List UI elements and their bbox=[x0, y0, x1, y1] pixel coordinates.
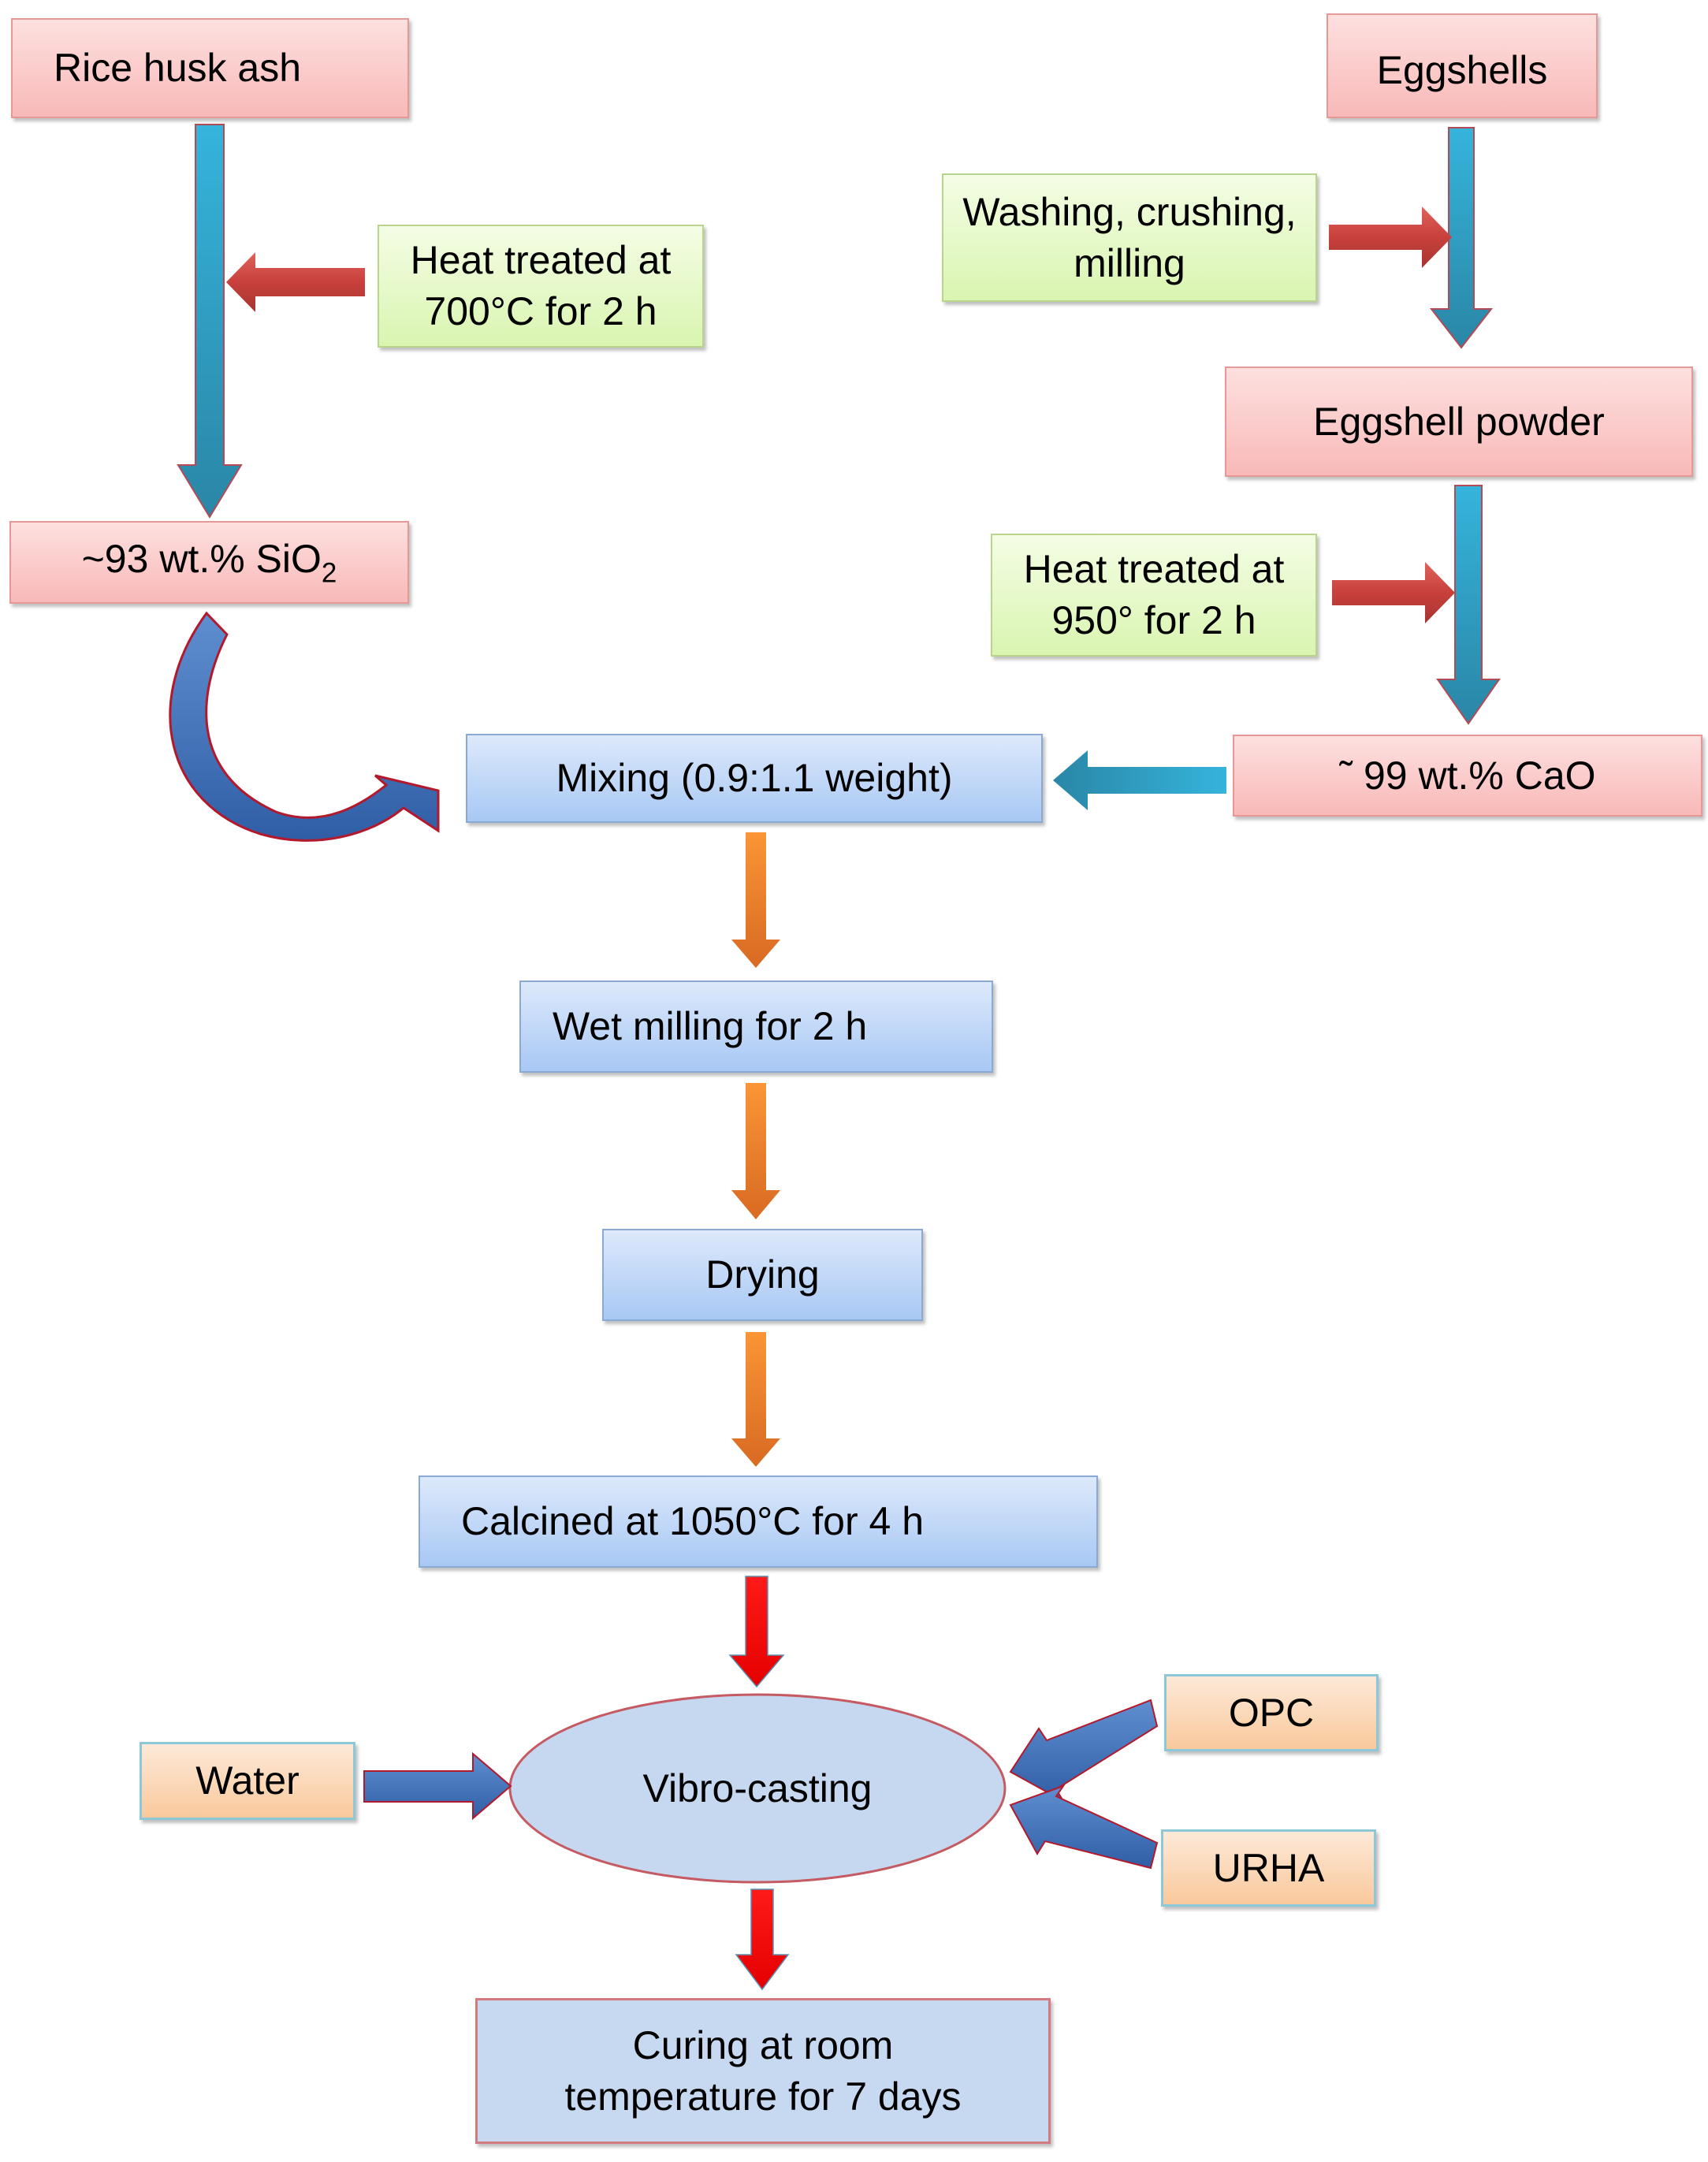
arrow-mixing-to-wetmilling bbox=[731, 832, 780, 968]
node-rice-husk-ash-label: Rice husk ash bbox=[54, 46, 302, 90]
vibrocasting-node-shape bbox=[508, 1693, 1007, 1884]
node-drying-label: Drying bbox=[705, 1252, 820, 1297]
node-washing: Washing, crushing, milling bbox=[942, 173, 1317, 302]
node-heat-treat-950-label: Heat treated at 950° for 2 h bbox=[1023, 547, 1285, 642]
node-eggshell-powder-label: Eggshell powder bbox=[1313, 399, 1605, 444]
node-drying: Drying bbox=[602, 1229, 923, 1321]
arrow-cao-to-mixing bbox=[1053, 750, 1226, 810]
arrow-silica-to-mixing bbox=[169, 611, 440, 842]
node-calcined: Calcined at 1050°C for 4 h bbox=[419, 1475, 1098, 1568]
arrow-opc-to-vibrocasting bbox=[1009, 1699, 1159, 1803]
silica-subscript: 2 bbox=[321, 557, 337, 589]
arrow-heat950-to-powder bbox=[1332, 562, 1455, 623]
node-water: Water bbox=[140, 1742, 355, 1820]
node-water-label: Water bbox=[195, 1758, 300, 1803]
node-mixing: Mixing (0.9:1.1 weight) bbox=[466, 734, 1043, 823]
arrow-eggshells-to-powder bbox=[1429, 127, 1494, 349]
node-calcined-label: Calcined at 1050°C for 4 h bbox=[461, 1499, 925, 1543]
node-wet-milling: Wet milling for 2 h bbox=[519, 981, 993, 1073]
node-eggshell-powder: Eggshell powder bbox=[1225, 367, 1693, 477]
arrow-water-to-vibrocasting bbox=[363, 1751, 512, 1821]
arrow-drying-to-calcined bbox=[731, 1332, 780, 1467]
arrow-vibrocasting-to-curing bbox=[735, 1888, 790, 1991]
node-mixing-label: Mixing (0.9:1.1 weight) bbox=[556, 756, 953, 800]
arrow-wetmilling-to-drying bbox=[731, 1083, 780, 1219]
node-vibrocasting: Vibro-casting bbox=[510, 1734, 1005, 1843]
arrow-urha-to-vibrocasting bbox=[1009, 1784, 1159, 1870]
node-opc: OPC bbox=[1164, 1674, 1379, 1751]
node-urha: URHA bbox=[1161, 1829, 1376, 1907]
node-heat-treat-700-label: Heat treated at 700°C for 2 h bbox=[410, 238, 672, 333]
arrow-washing-to-eggshells bbox=[1329, 207, 1452, 268]
node-eggshells: Eggshells bbox=[1327, 13, 1598, 118]
node-washing-label: Washing, crushing, milling bbox=[962, 189, 1297, 285]
node-urha-label: URHA bbox=[1212, 1845, 1325, 1890]
node-cao-label: ˜ 99 wt.% CaO bbox=[1339, 753, 1596, 798]
node-heat-treat-950: Heat treated at 950° for 2 h bbox=[991, 534, 1317, 657]
arrow-powder-to-cao bbox=[1436, 485, 1501, 725]
arrow-calcined-to-vibrocasting bbox=[728, 1576, 785, 1688]
node-heat-treat-700: Heat treated at 700°C for 2 h bbox=[378, 225, 704, 348]
node-opc-label: OPC bbox=[1228, 1690, 1315, 1735]
node-eggshells-label: Eggshells bbox=[1376, 48, 1548, 92]
arrow-rha-to-silica bbox=[177, 124, 243, 519]
node-cao: ˜ 99 wt.% CaO bbox=[1233, 735, 1702, 817]
node-rice-husk-ash: Rice husk ash bbox=[11, 18, 409, 118]
node-silica: ~93 wt.% SiO2 bbox=[9, 521, 409, 604]
node-curing-label: Curing at room temperature for 7 days bbox=[564, 2022, 962, 2119]
node-silica-label: ~93 wt.% SiO2 bbox=[82, 534, 337, 591]
arrow-heat700-to-rha bbox=[226, 252, 365, 312]
silica-formula: ~93 wt.% SiO bbox=[81, 537, 322, 582]
node-curing: Curing at room temperature for 7 days bbox=[475, 1998, 1051, 2144]
node-vibrocasting-label: Vibro-casting bbox=[642, 1766, 873, 1810]
node-wet-milling-label: Wet milling for 2 h bbox=[553, 1004, 868, 1048]
